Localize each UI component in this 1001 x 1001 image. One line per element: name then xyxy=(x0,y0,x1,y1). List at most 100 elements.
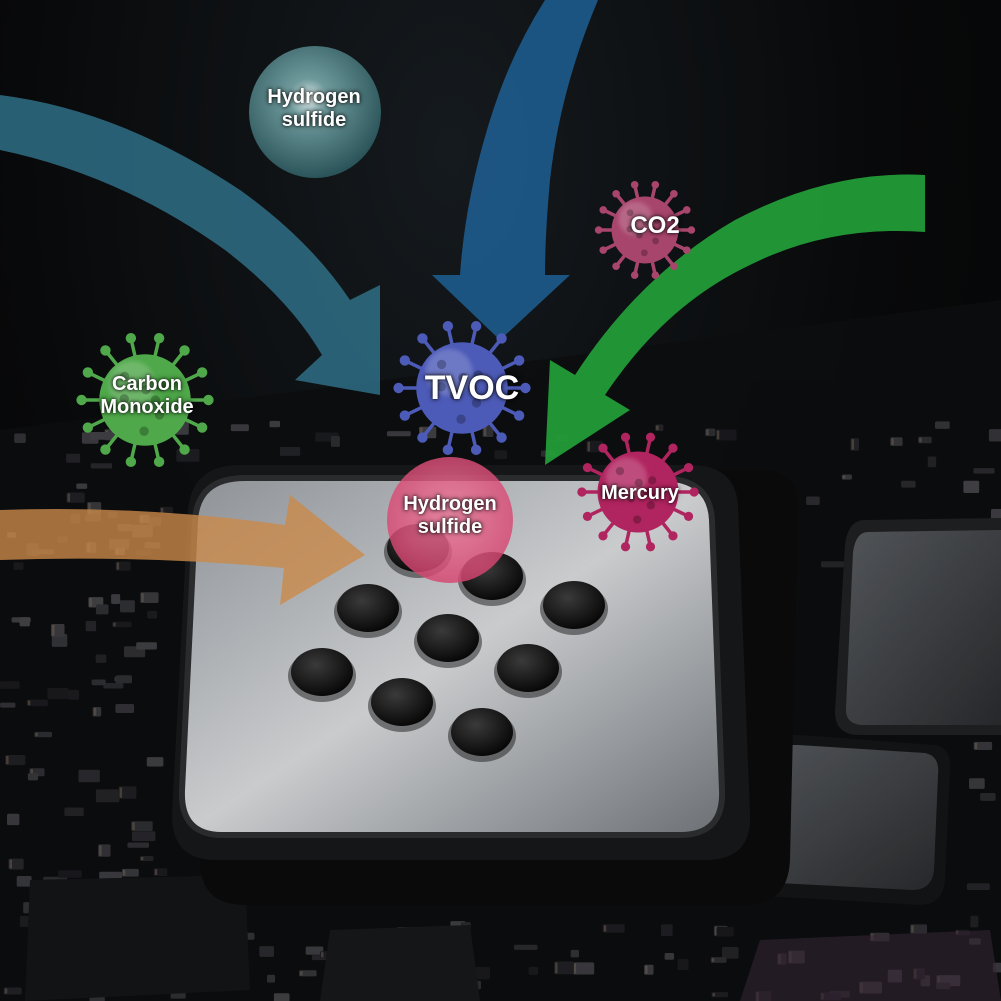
smd-component xyxy=(159,506,173,514)
virus-spike-tip xyxy=(630,181,639,189)
virus-spike-tip xyxy=(598,531,608,541)
label-hydrogen-sulfide-top: Hydrogen sulfide xyxy=(252,86,376,132)
virus-spike-tip xyxy=(196,367,208,378)
smd-component xyxy=(973,468,995,474)
smd-component xyxy=(47,687,69,700)
smd-component xyxy=(386,431,411,437)
smd-terminal xyxy=(30,769,33,776)
virus-spike-tip xyxy=(670,262,678,271)
smd-component xyxy=(103,683,124,689)
virus-texture xyxy=(627,494,636,503)
smd-component xyxy=(132,831,156,842)
smd-component xyxy=(139,856,154,862)
smd-terminal xyxy=(573,963,577,974)
smd-component xyxy=(66,492,85,503)
smd-component xyxy=(120,600,135,613)
smd-component xyxy=(299,970,317,977)
virus-texture xyxy=(626,225,634,233)
smd-terminal xyxy=(714,926,718,936)
smd-component xyxy=(966,883,990,890)
arrow-blue xyxy=(432,0,598,340)
sensor-hole xyxy=(543,581,605,629)
smd-component xyxy=(78,769,100,783)
smd-component xyxy=(655,424,664,431)
smd-component xyxy=(5,755,26,766)
virus-spike-tip xyxy=(612,189,620,198)
smd-terminal xyxy=(154,869,158,875)
arrows xyxy=(0,0,925,605)
virus-spike-tip xyxy=(203,394,214,406)
label-tvoc: TVOC xyxy=(412,369,532,408)
smd-component xyxy=(305,946,324,955)
smd-component xyxy=(95,604,109,615)
virus-texture xyxy=(652,237,660,245)
virus-spike-tip xyxy=(393,382,404,394)
smd-component xyxy=(970,915,979,928)
label-carbon-monoxide-line1: Carbon xyxy=(112,373,182,395)
smd-terminal xyxy=(911,925,914,933)
smd-component xyxy=(136,642,157,650)
virus-co2 xyxy=(594,181,696,279)
smd-terminal xyxy=(321,952,324,958)
smd-terminal xyxy=(300,971,303,976)
virus-spike-tip xyxy=(599,206,608,214)
smd-terminal xyxy=(99,845,102,856)
virus-spike-tip xyxy=(496,432,507,443)
virus-highlight xyxy=(425,349,473,396)
virus-carbon-monoxide xyxy=(76,332,214,468)
smd-component xyxy=(92,707,102,717)
virus-spike-tip xyxy=(196,422,208,433)
virus-texture xyxy=(642,219,650,226)
smd-component xyxy=(68,689,79,700)
label-hydrogen-sulfide-top-line2: sulfide xyxy=(281,109,347,131)
smd-terminal xyxy=(132,822,135,830)
virus-spike-tip xyxy=(153,456,165,468)
virus-spike-tip xyxy=(687,226,696,234)
label-co2-text: CO2 xyxy=(630,212,680,239)
smd-component xyxy=(51,634,68,647)
smd-component xyxy=(980,793,996,801)
smd-terminal xyxy=(711,958,715,962)
virus-spike-tip xyxy=(82,367,94,378)
smd-component xyxy=(821,561,845,568)
virus-spike-tip xyxy=(582,463,593,473)
virus-texture xyxy=(634,478,643,487)
label-co2: CO2 xyxy=(605,212,705,240)
smd-terminal xyxy=(160,507,164,513)
smd-terminal xyxy=(141,593,144,602)
virus-texture xyxy=(643,487,652,497)
sensor-hole xyxy=(451,708,513,756)
smd-component xyxy=(8,858,24,870)
smd-component xyxy=(890,437,903,446)
smd-component xyxy=(16,876,32,887)
smd-component xyxy=(910,924,927,934)
virus-highlight xyxy=(108,361,156,408)
virus-spike-tip xyxy=(651,181,660,189)
sensor-hole xyxy=(497,644,559,692)
virus-texture xyxy=(139,426,149,436)
label-carbon-monoxide: Carbon Monoxide xyxy=(82,373,212,419)
virus-spike-tip xyxy=(100,444,111,455)
smd-component xyxy=(95,789,120,803)
virus-texture xyxy=(449,390,460,400)
smd-component xyxy=(705,428,716,437)
smd-component xyxy=(76,483,88,489)
virus-spike-tip xyxy=(399,355,411,366)
virus-spike-tip xyxy=(76,394,87,406)
virus-spike-tip xyxy=(470,444,482,456)
smd-component xyxy=(153,868,168,876)
virus-texture xyxy=(436,359,447,370)
smd-component xyxy=(494,450,507,460)
smd-terminal xyxy=(93,708,97,716)
smd-component xyxy=(918,436,932,444)
virus-spike-tip xyxy=(513,355,525,366)
virus-spike-tip xyxy=(670,189,678,198)
arrow-teal xyxy=(0,95,380,395)
virus-texture xyxy=(150,395,161,405)
sensor-hole xyxy=(417,614,479,662)
smd-terminal xyxy=(603,925,607,932)
smd-terminal xyxy=(919,437,922,443)
smd-component xyxy=(131,821,153,831)
pink-bubble xyxy=(387,457,513,583)
